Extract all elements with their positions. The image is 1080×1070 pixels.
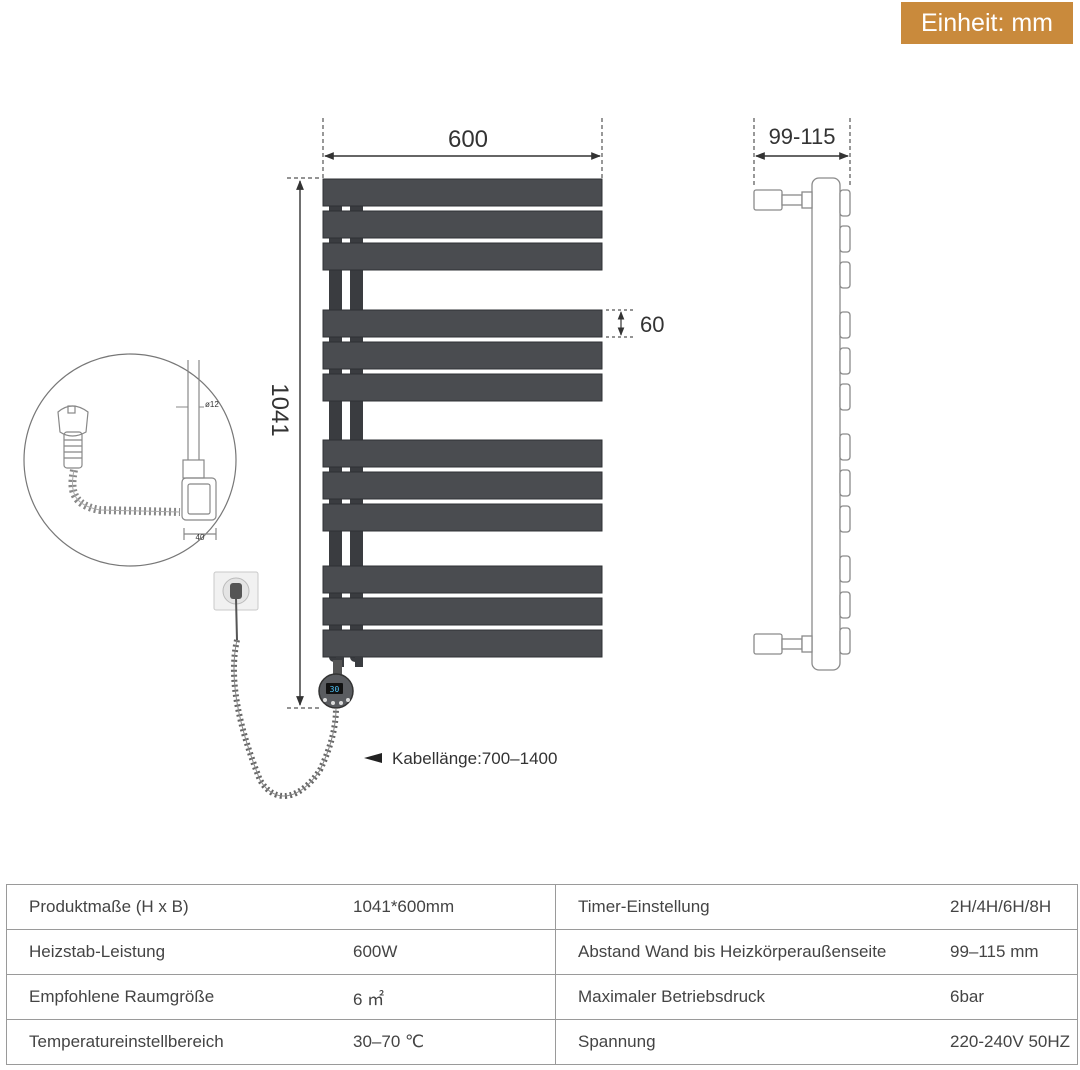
width-label: 600	[448, 126, 488, 153]
spec-label: Empfohlene Raumgröße	[6, 974, 353, 1020]
spec-label: Timer-Einstellung	[555, 884, 950, 930]
spec-value: 220-240V 50HZ	[950, 1019, 1078, 1065]
table-row: Produktmaße (H x B) 1041*600mm Timer-Ein…	[6, 884, 1078, 930]
spec-value: 2H/4H/6H/8H	[950, 884, 1078, 930]
spec-value: 99–115 mm	[950, 929, 1078, 975]
radiator-front-view	[322, 178, 603, 667]
power-cord	[230, 597, 339, 799]
spec-label: Spannung	[555, 1019, 950, 1065]
table-row: Temperatureinstellbereich 30–70 ℃ Spannu…	[6, 1019, 1078, 1065]
depth-label: 99-115	[769, 124, 836, 149]
element-width-label: 40	[196, 533, 205, 542]
depth-dimension: 99-115	[753, 118, 851, 186]
detail-inset: ø12 40	[23, 353, 237, 567]
controller-display: 30	[330, 685, 340, 694]
height-dimension: 1041	[266, 177, 322, 709]
spec-value: 6 ㎡	[353, 974, 556, 1020]
spec-value: 600W	[353, 929, 556, 975]
radiator-drawing: 600 1041 60	[23, 118, 851, 799]
bar-height-dimension: 60	[606, 309, 664, 338]
width-dimension: 600	[322, 118, 603, 178]
spec-label: Produktmaße (H x B)	[6, 884, 353, 930]
pipe-diameter-label: ø12	[205, 400, 219, 409]
spec-value: 6bar	[950, 974, 1078, 1020]
cable-length-label: Kabellänge:700–1400	[392, 749, 557, 768]
spec-label: Maximaler Betriebsdruck	[555, 974, 950, 1020]
spec-label: Abstand Wand bis Heizkörperaußenseite	[555, 929, 950, 975]
bar-height-label: 60	[640, 312, 664, 337]
spec-label: Heizstab-Leistung	[6, 929, 353, 975]
heating-element-controller: 30	[318, 660, 354, 709]
radiator-side-view	[753, 177, 851, 671]
height-label: 1041	[266, 383, 293, 436]
unit-badge: Einheit: mm	[901, 2, 1073, 44]
table-row: Empfohlene Raumgröße 6 ㎡ Maximaler Betri…	[6, 974, 1078, 1020]
spec-value: 30–70 ℃	[353, 1019, 556, 1065]
cable-length-annotation: Kabellänge:700–1400	[364, 749, 557, 768]
spec-label: Temperatureinstellbereich	[6, 1019, 353, 1065]
table-row: Heizstab-Leistung 600W Abstand Wand bis …	[6, 929, 1078, 975]
specifications-table: Produktmaße (H x B) 1041*600mm Timer-Ein…	[6, 884, 1078, 1065]
spec-value: 1041*600mm	[353, 884, 556, 930]
